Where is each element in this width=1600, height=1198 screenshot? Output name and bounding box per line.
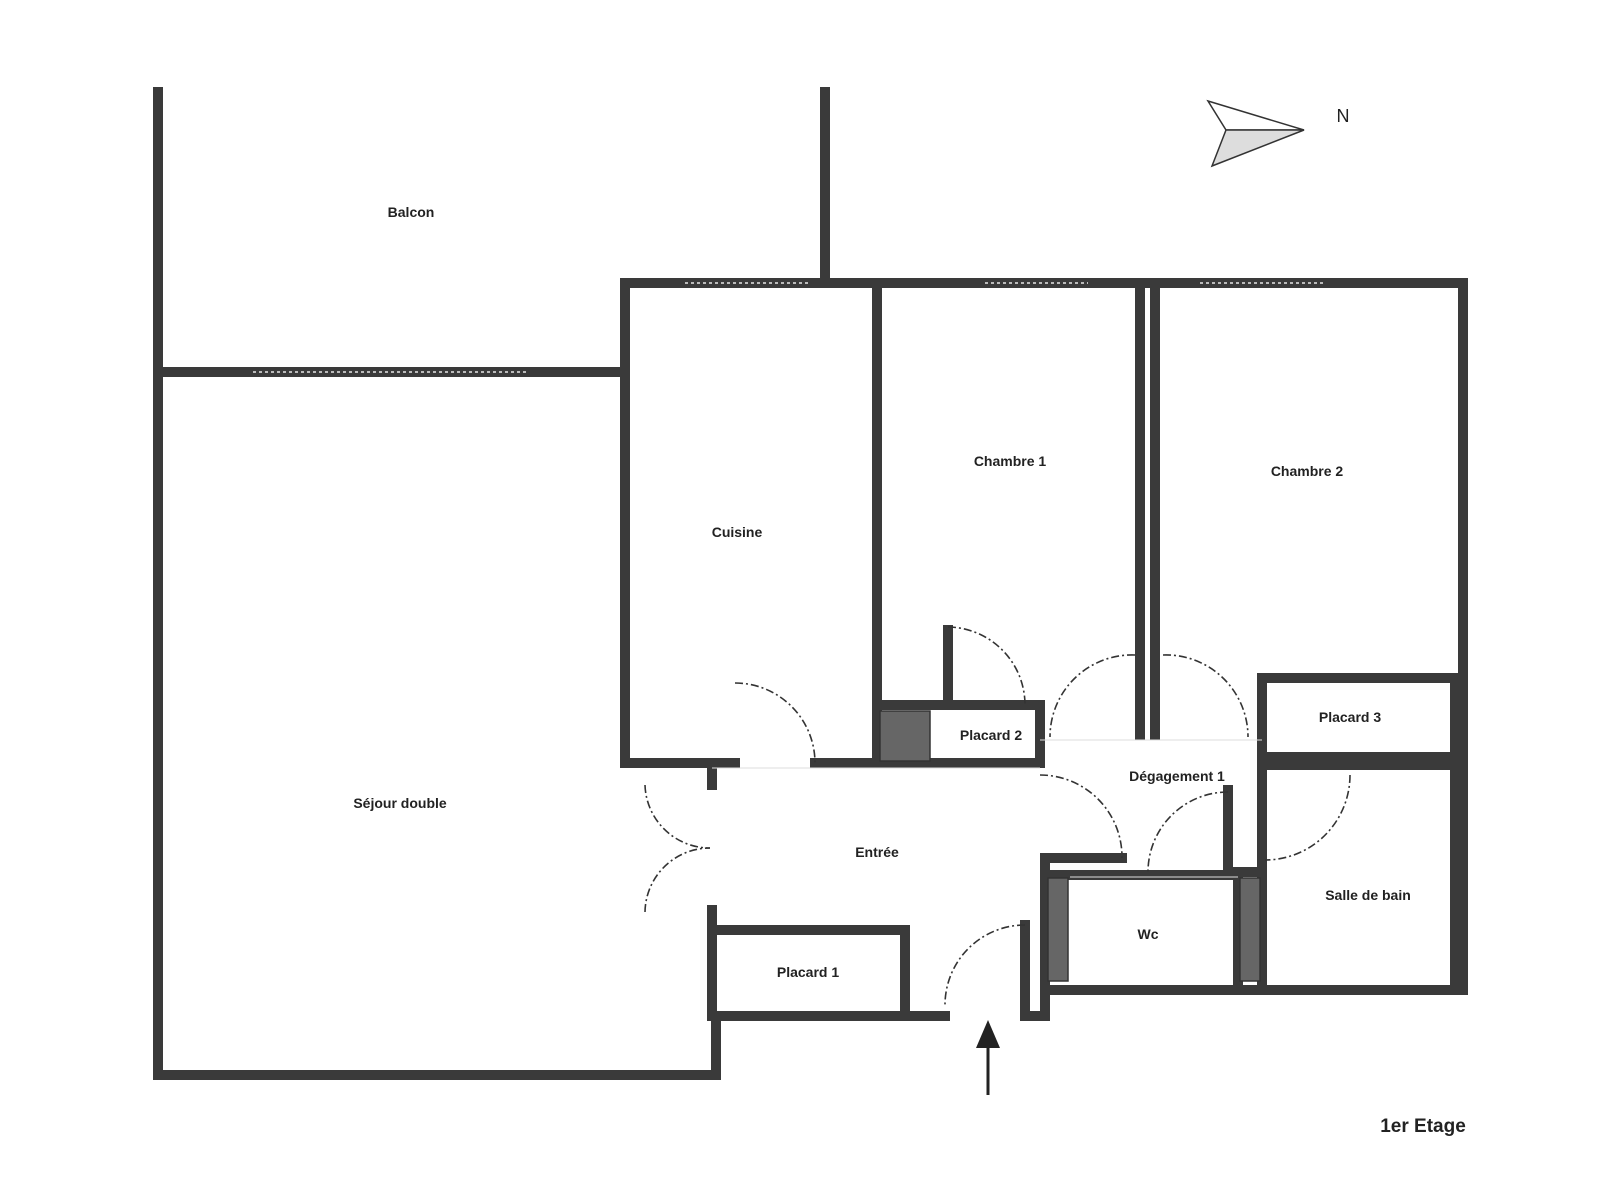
compass: N bbox=[1206, 99, 1350, 168]
door-swings[interactable] bbox=[644, 626, 1351, 1006]
closet-blocks bbox=[879, 710, 1261, 982]
windows bbox=[253, 282, 1325, 373]
north-label: N bbox=[1337, 106, 1350, 126]
room-wc: Wc bbox=[1138, 926, 1159, 942]
room-balcon: Balcon bbox=[388, 204, 435, 220]
shaft-block bbox=[879, 710, 931, 762]
shaft-block bbox=[1239, 877, 1261, 982]
room-labels: Balcon Séjour double Cuisine Chambre 1 C… bbox=[353, 204, 1465, 1137]
room-chambre2: Chambre 2 bbox=[1271, 463, 1344, 479]
room-placard1: Placard 1 bbox=[777, 964, 839, 980]
room-salle-de-bain: Salle de bain bbox=[1325, 887, 1411, 903]
room-placard3: Placard 3 bbox=[1319, 709, 1381, 725]
room-entree: Entrée bbox=[855, 844, 899, 860]
walls bbox=[153, 87, 1468, 1080]
north-arrow-icon bbox=[1206, 99, 1305, 131]
shaft-block bbox=[1047, 877, 1069, 982]
room-sejour: Séjour double bbox=[353, 795, 447, 811]
room-chambre1: Chambre 1 bbox=[974, 453, 1047, 469]
room-placard2: Placard 2 bbox=[960, 727, 1022, 743]
room-cuisine: Cuisine bbox=[712, 524, 763, 540]
entrance-arrow-icon bbox=[976, 1020, 1000, 1095]
floor-label: 1er Etage bbox=[1380, 1116, 1466, 1137]
room-degagement: Dégagement 1 bbox=[1129, 768, 1225, 784]
